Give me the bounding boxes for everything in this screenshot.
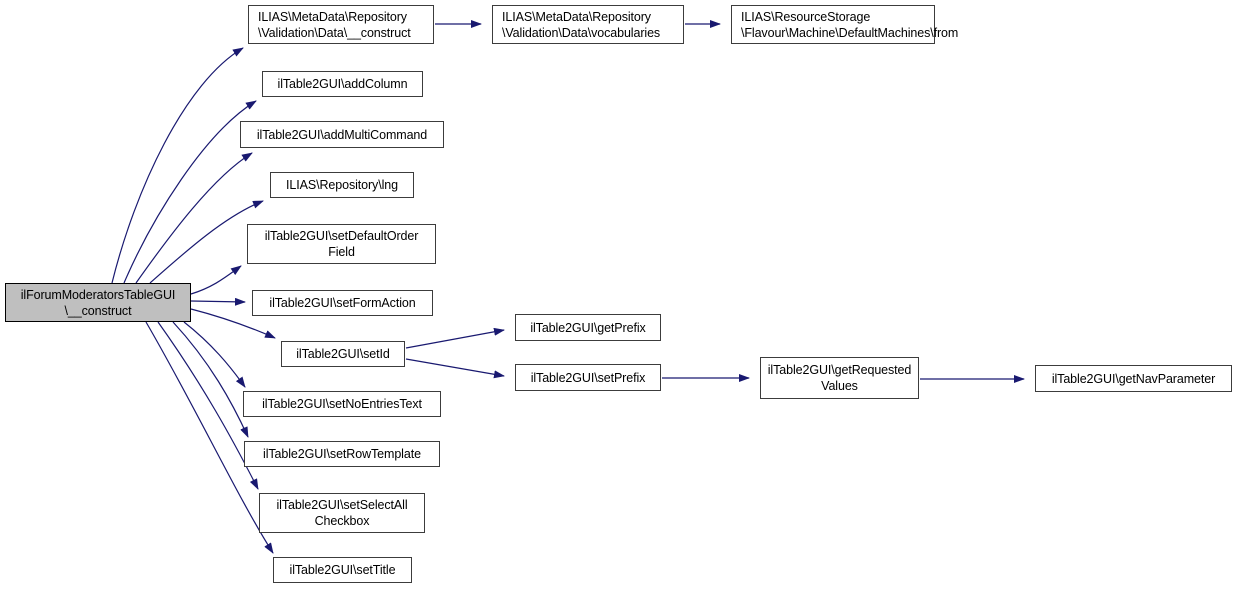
node-defaultmachines-from[interactable]: ILIAS\ResourceStorage \Flavour\Machine\D… [731, 5, 958, 44]
node-setnoentriestext[interactable]: ilTable2GUI\setNoEntriesText [243, 391, 441, 417]
node-getnavparameter[interactable]: ilTable2GUI\getNavParameter [1035, 365, 1232, 392]
edge-root-addmulticommand [135, 152, 253, 284]
node-setdefaultorderfield[interactable]: ilTable2GUI\setDefaultOrder Field [247, 224, 436, 264]
node-repository-lng[interactable]: ILIAS\Repository\lng [270, 172, 414, 198]
node-addmulticommand[interactable]: ilTable2GUI\addMultiCommand [240, 121, 444, 148]
node-setprefix[interactable]: ilTable2GUI\setPrefix [515, 364, 661, 391]
node-setselectallcheckbox[interactable]: ilTable2GUI\setSelectAll Checkbox [259, 493, 425, 533]
edge-root-addcolumn [123, 100, 257, 284]
edge-root-md-data-construct [111, 47, 244, 284]
edge-root-setformaction [190, 297, 246, 306]
node-setrowtemplate[interactable]: ilTable2GUI\setRowTemplate [244, 441, 440, 467]
node-md-data-vocabularies[interactable]: ILIAS\MetaData\Repository \Validation\Da… [492, 5, 684, 44]
edge-root-setrowtemplate [172, 321, 249, 438]
node-getprefix[interactable]: ilTable2GUI\getPrefix [515, 314, 661, 341]
node-setid[interactable]: ilTable2GUI\setId [281, 341, 405, 367]
edge-setid-getprefix [405, 327, 505, 349]
edge-root-setnoentriestext [183, 321, 246, 388]
edge-root-settitle [145, 321, 274, 554]
node-settitle[interactable]: ilTable2GUI\setTitle [273, 557, 412, 583]
node-md-data-construct[interactable]: ILIAS\MetaData\Repository \Validation\Da… [248, 5, 434, 44]
node-setformaction[interactable]: ilTable2GUI\setFormAction [252, 290, 433, 316]
edge-root-repository-lng [149, 200, 264, 284]
edge-root-setid [190, 308, 276, 339]
edge-root-setdefaultorderfield [190, 265, 242, 295]
node-ilforummoderatorstablegui-construct[interactable]: ilForumModeratorsTableGUI \__construct [5, 283, 191, 322]
node-getrequestedvalues[interactable]: ilTable2GUI\getRequested Values [760, 357, 919, 399]
edge-setid-setprefix [405, 358, 505, 379]
edge-root-setselectallcheckbox [157, 321, 259, 490]
node-addcolumn[interactable]: ilTable2GUI\addColumn [262, 71, 423, 97]
